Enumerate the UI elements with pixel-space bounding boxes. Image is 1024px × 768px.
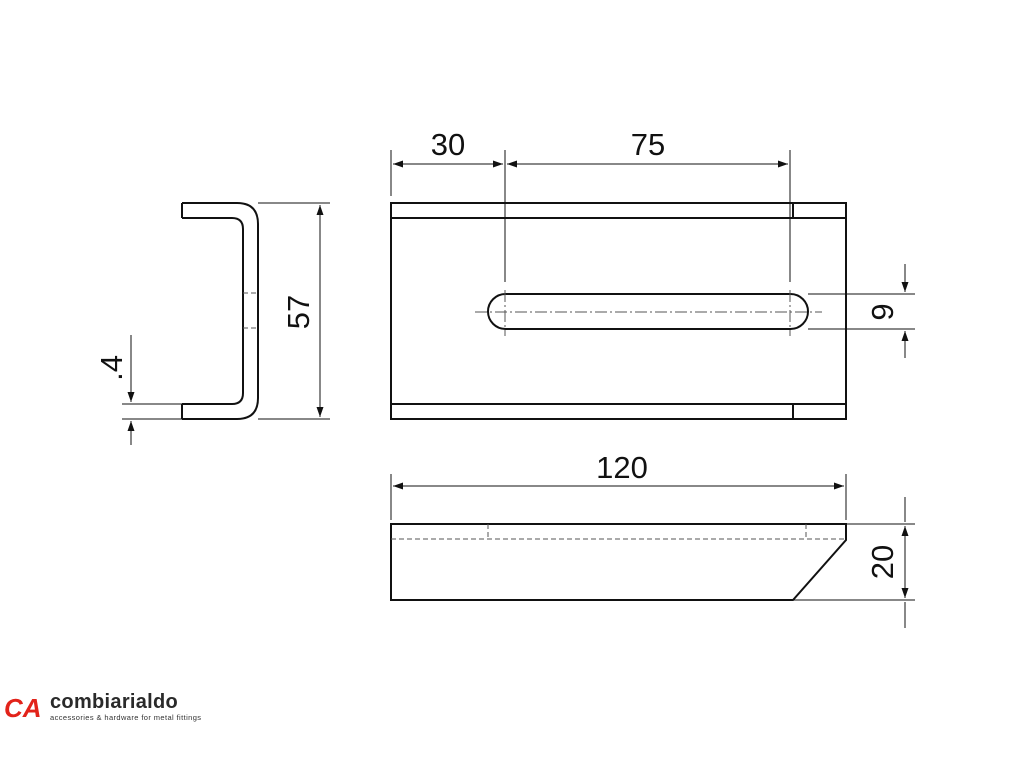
dimension-slot-length bbox=[507, 150, 791, 282]
logo-tagline: accessories & hardware for metal fitting… bbox=[50, 713, 202, 722]
side-view-profile bbox=[181, 202, 259, 420]
dimension-slot-offset bbox=[390, 150, 506, 282]
svg-text:CA: CA bbox=[4, 693, 42, 721]
dimension-thickness bbox=[122, 335, 182, 445]
top-view-plate bbox=[390, 202, 847, 420]
dimension-slot-width-label: 9 bbox=[865, 303, 900, 320]
ca-logo-icon: CA bbox=[4, 693, 42, 721]
dimension-thickness-label: .4 bbox=[94, 355, 129, 381]
front-view-profile bbox=[390, 523, 847, 601]
company-logo: CA combiarialdo accessories & hardware f… bbox=[4, 692, 201, 722]
side-view-hidden-lines bbox=[243, 292, 258, 329]
front-view-hidden-lines bbox=[391, 524, 846, 540]
dimension-slot-offset-label: 30 bbox=[431, 127, 465, 162]
dimension-slot-length-label: 75 bbox=[631, 127, 665, 162]
dimension-depth bbox=[258, 202, 330, 420]
dimension-depth-label: 57 bbox=[281, 295, 316, 329]
logo-name: combiarialdo bbox=[50, 691, 179, 713]
dimension-height bbox=[793, 497, 915, 628]
slot bbox=[487, 293, 809, 330]
dimension-overall-length-label: 120 bbox=[596, 450, 648, 485]
dimension-overall-length bbox=[390, 474, 847, 520]
dimension-height-label: 20 bbox=[865, 545, 900, 579]
dimension-slot-width bbox=[808, 264, 915, 358]
slot-centerlines bbox=[475, 290, 822, 336]
